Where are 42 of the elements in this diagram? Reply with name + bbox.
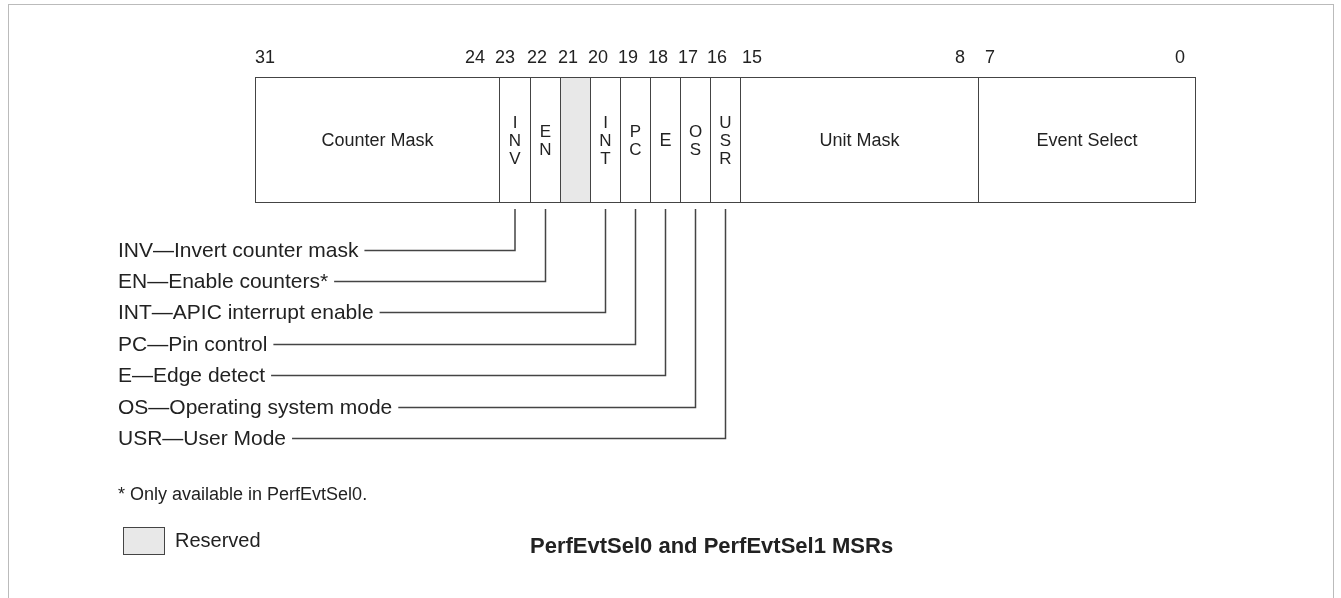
bit-number: 23 xyxy=(495,47,516,68)
bit-number: 7 xyxy=(985,47,995,68)
field-name: E xyxy=(659,129,672,151)
field-name: PC xyxy=(627,122,644,158)
bit-number: 22 xyxy=(527,47,548,68)
leader-line xyxy=(272,208,637,346)
leader-line xyxy=(333,208,547,283)
field-description: PC—Pin control xyxy=(118,333,268,354)
bit-number: 19 xyxy=(618,47,639,68)
bit-number: 24 xyxy=(465,47,486,68)
field-name: EN xyxy=(537,122,554,158)
field-description: INV—Invert counter mask xyxy=(118,239,359,260)
bit-number: 16 xyxy=(707,47,728,68)
figure-caption: PerfEvtSel0 and PerfEvtSel1 MSRs xyxy=(530,533,894,559)
bit-number: 18 xyxy=(648,47,669,68)
leader-line xyxy=(397,208,697,409)
bit-number: 31 xyxy=(255,47,276,68)
bit-number: 21 xyxy=(558,47,579,68)
leader-line xyxy=(270,208,667,377)
field-name: INV xyxy=(506,113,524,167)
field-name: Unit Mask xyxy=(819,129,900,151)
bit-number: 17 xyxy=(678,47,699,68)
field-name: USR xyxy=(717,113,734,167)
field-description: E—Edge detect xyxy=(118,364,266,385)
bit-number: 20 xyxy=(588,47,609,68)
field-description: INT—APIC interrupt enable xyxy=(118,301,374,322)
bit-number: 8 xyxy=(955,47,965,68)
field-description: OS—Operating system mode xyxy=(118,396,393,417)
bit-number: 15 xyxy=(742,47,763,68)
field-description: EN—Enable counters* xyxy=(118,270,329,291)
legend-label: Reserved xyxy=(175,529,261,552)
leader-line xyxy=(378,208,607,314)
field-name: Event Select xyxy=(1036,129,1138,151)
field-name: INT xyxy=(597,113,614,167)
leader-line xyxy=(291,208,727,440)
bit-number: 0 xyxy=(1175,47,1185,68)
reserved-field xyxy=(561,77,592,203)
field-name: OS xyxy=(687,122,704,158)
leader-line xyxy=(363,208,516,252)
footnote: * Only available in PerfEvtSel0. xyxy=(118,484,368,505)
field-description: USR—User Mode xyxy=(118,427,287,448)
field-name: Counter Mask xyxy=(321,129,434,151)
